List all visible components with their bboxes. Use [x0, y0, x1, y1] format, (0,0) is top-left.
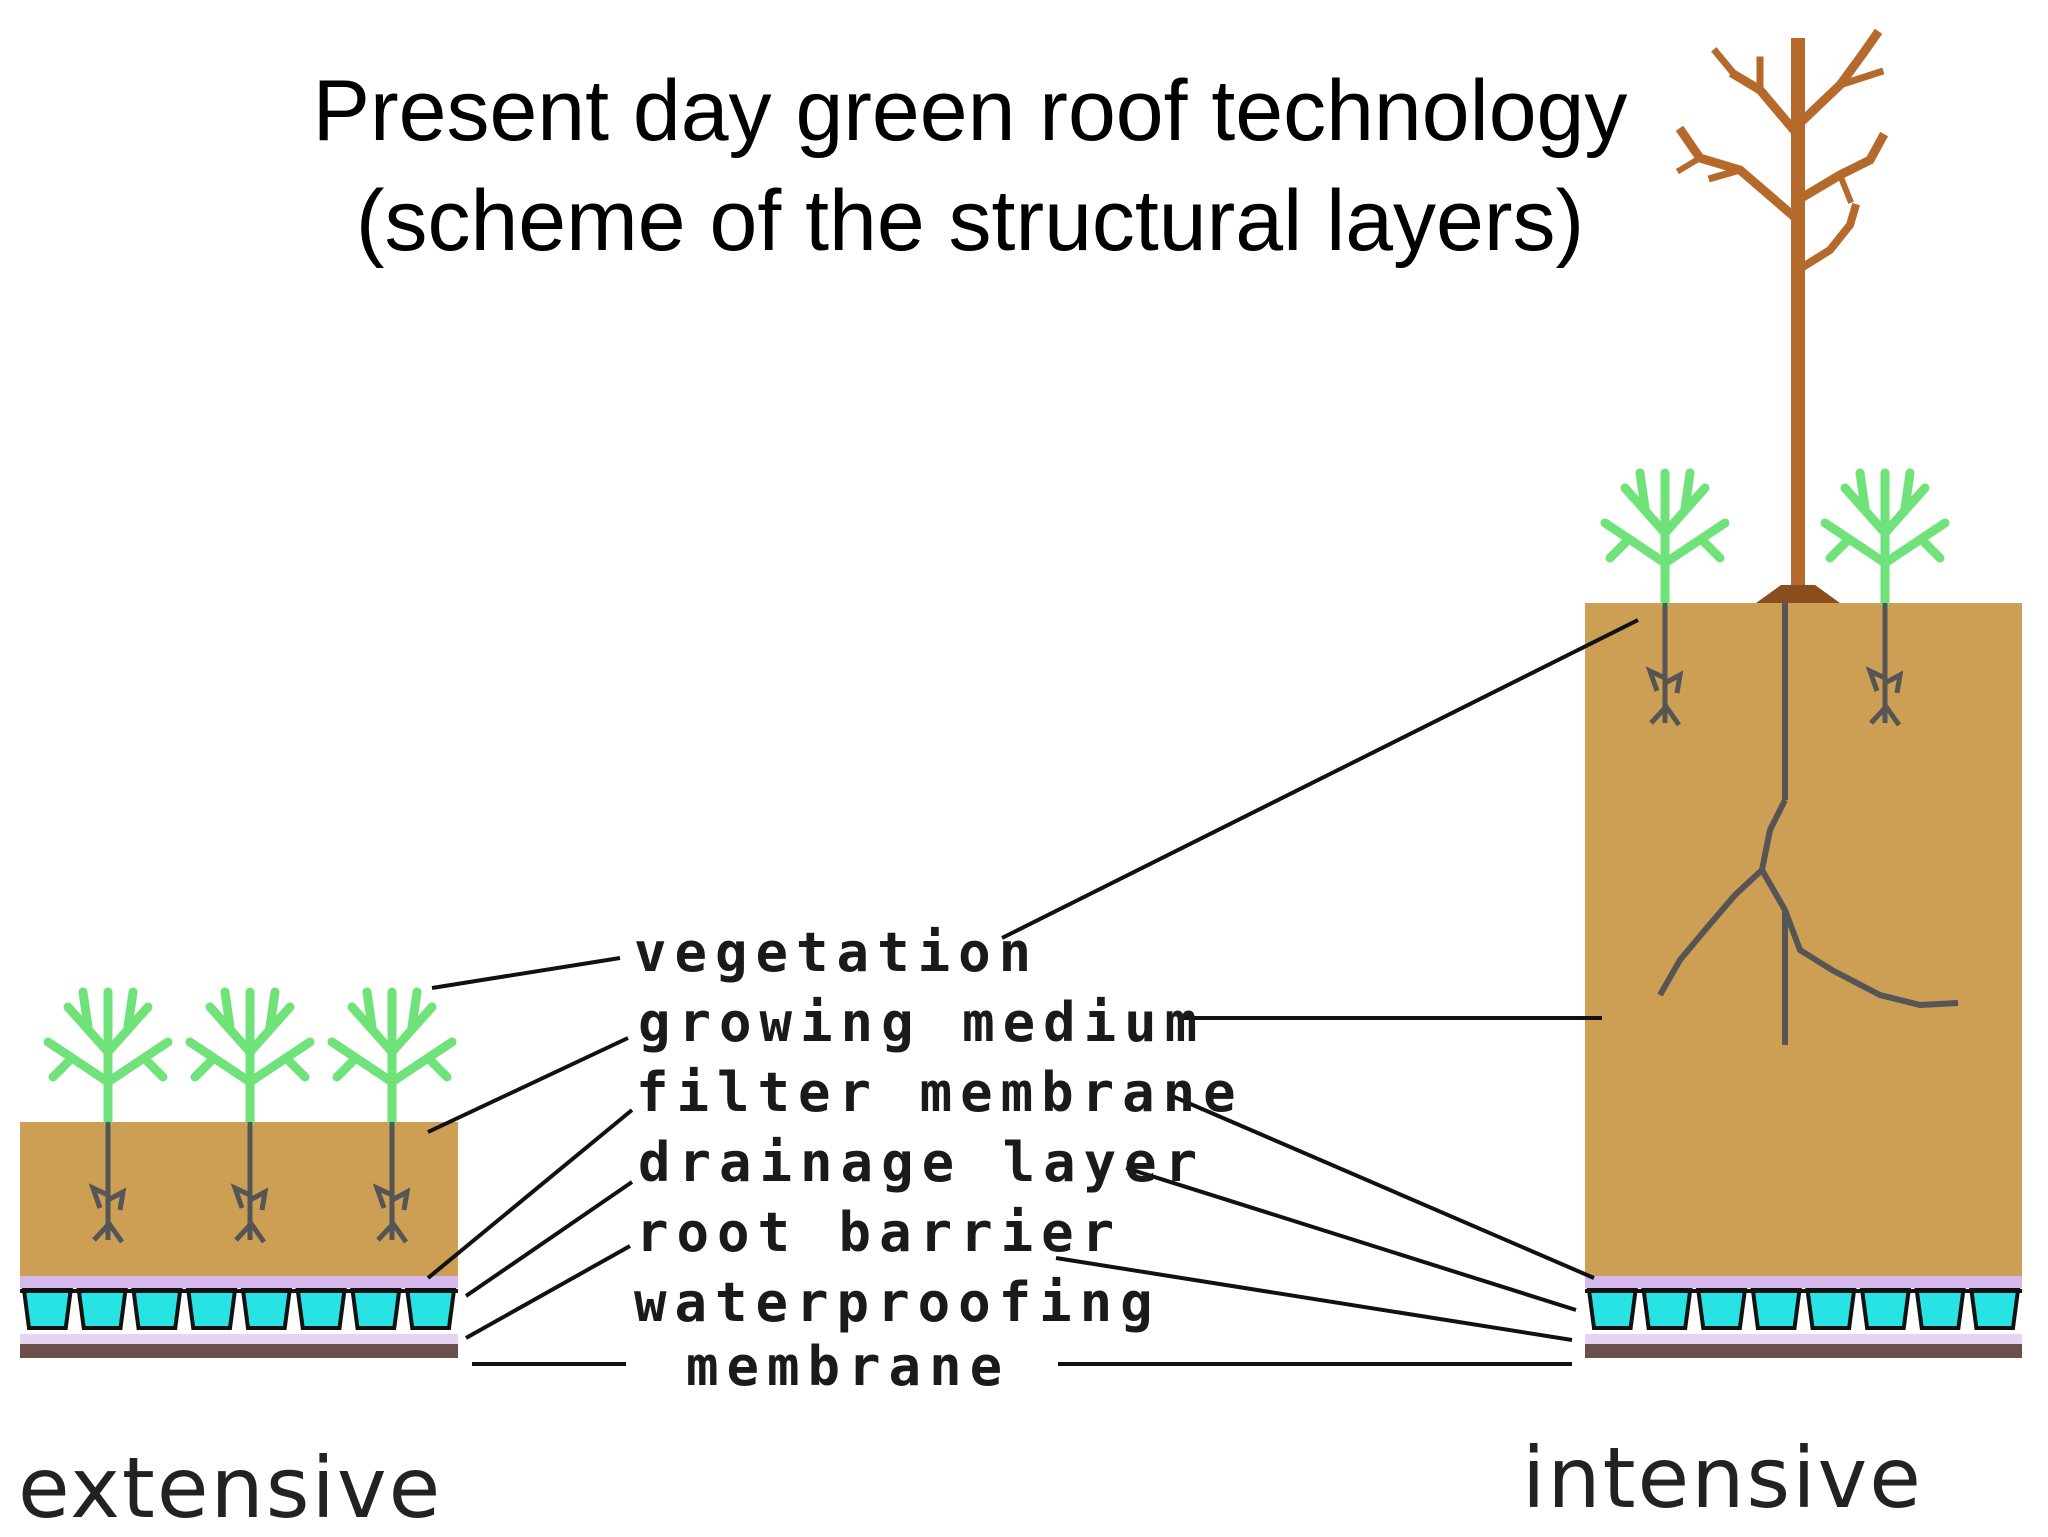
- leader-growing-medium-left: [427, 1036, 629, 1134]
- drainage-cup: [404, 1288, 457, 1330]
- caption-extensive: extensive: [18, 1439, 443, 1537]
- leader-filter-right: [1171, 1094, 1595, 1280]
- drainage-cup: [131, 1288, 183, 1330]
- intensive-roof: [1585, 28, 2022, 1358]
- drainage-cup: [1859, 1288, 1912, 1330]
- drainage-cup: [1914, 1288, 1966, 1330]
- drainage-cup: [1695, 1288, 1748, 1330]
- leader-vegetation-right: [1001, 618, 1639, 940]
- plant-icon: [327, 987, 457, 1244]
- extensive-waterproofing-membrane: [20, 1344, 458, 1358]
- tree-roots-icon: [1657, 603, 1959, 1045]
- intensive-drainage-cups: [1585, 1288, 2022, 1330]
- plant-icon: [1600, 468, 1730, 727]
- intensive-root-barrier: [1585, 1334, 2022, 1344]
- intensive-vegetation: [1600, 468, 1950, 727]
- drainage-cup: [76, 1288, 128, 1330]
- diagram-subtitle: (scheme of the structural layers): [355, 173, 1585, 269]
- tree-icon: [1675, 28, 1889, 603]
- drainage-cup: [21, 1288, 74, 1330]
- leader-drainage-left: [464, 1180, 634, 1298]
- caption-intensive: intensive: [1522, 1429, 1923, 1527]
- drainage-cup: [295, 1288, 347, 1330]
- drainage-cup: [1750, 1288, 1802, 1330]
- drainage-cup: [350, 1288, 402, 1330]
- leader-root-barrier-right: [1055, 1256, 1573, 1342]
- leader-root-barrier-left: [465, 1244, 631, 1340]
- label-membrane: membrane: [686, 1335, 1011, 1398]
- plant-icon: [1820, 468, 1950, 727]
- label-drainage-layer: drainage layer: [638, 1131, 1206, 1194]
- extensive-filter-membrane: [20, 1276, 458, 1288]
- extensive-root-barrier: [20, 1334, 458, 1344]
- label-growing-medium: growing medium: [638, 991, 1206, 1054]
- extensive-vegetation: [43, 987, 457, 1244]
- intensive-waterproofing-membrane: [1585, 1344, 2022, 1358]
- drainage-cup: [1641, 1288, 1693, 1330]
- drainage-cup: [1969, 1288, 2021, 1330]
- intensive-growing-medium: [1585, 603, 2022, 1276]
- leader-lines: [426, 618, 1639, 1366]
- leader-vegetation-left: [431, 956, 621, 990]
- leader-drainage-right: [1125, 1166, 1577, 1312]
- label-vegetation: vegetation: [634, 921, 1040, 984]
- label-filter-membrane: filter membrane: [636, 1061, 1244, 1124]
- diagram-title: Present day green roof technology: [312, 63, 1628, 159]
- plant-icon: [43, 987, 173, 1244]
- drainage-cup: [185, 1288, 238, 1330]
- drainage-cup: [1805, 1288, 1857, 1330]
- label-waterproofing: waterproofing: [634, 1271, 1161, 1334]
- drainage-cup: [240, 1288, 293, 1330]
- plant-icon: [185, 987, 315, 1244]
- extensive-drainage-cups: [20, 1288, 458, 1330]
- drainage-cup: [1586, 1288, 1638, 1330]
- intensive-filter-membrane: [1585, 1276, 2022, 1288]
- leader-filter-left: [426, 1108, 634, 1280]
- label-root-barrier: root barrier: [636, 1201, 1123, 1264]
